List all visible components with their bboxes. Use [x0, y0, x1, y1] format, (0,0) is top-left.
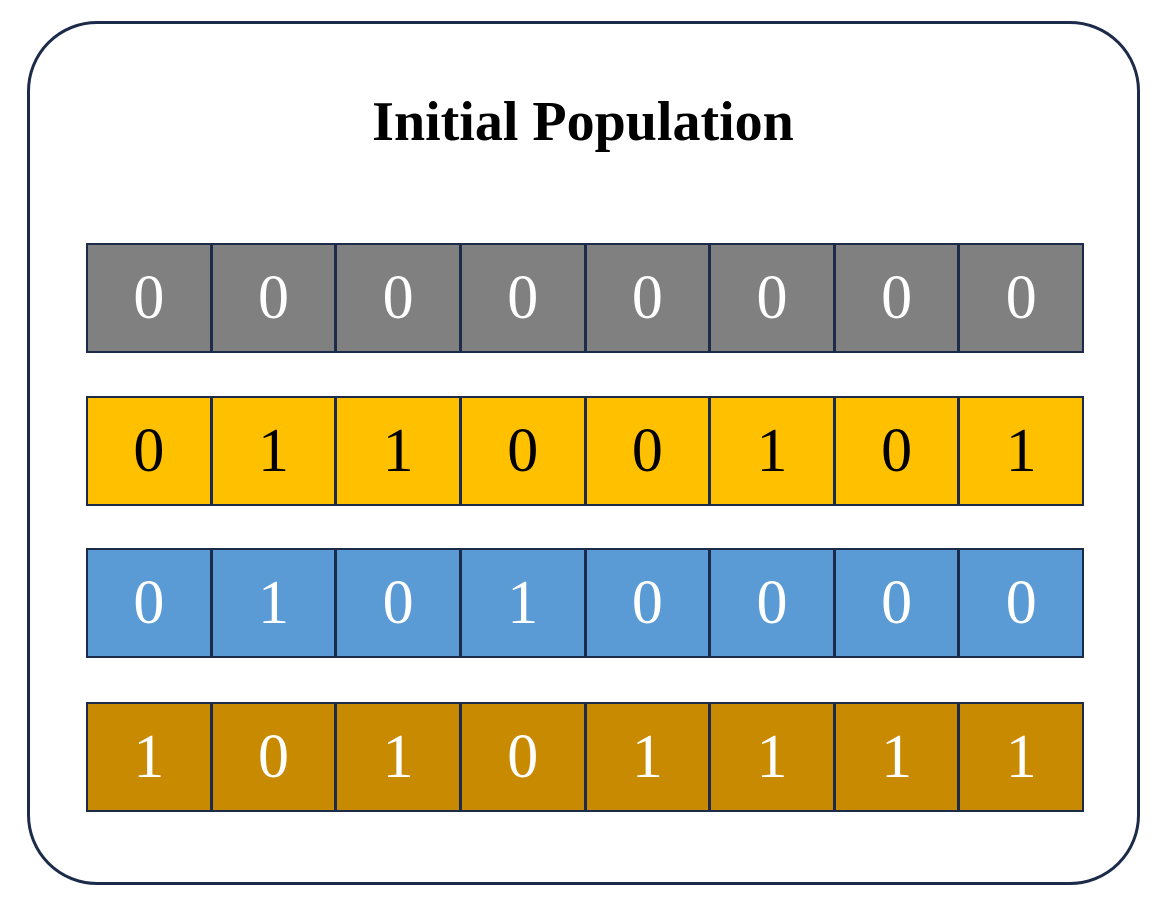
gene-cell: 0: [960, 245, 1082, 351]
gene-cell: 0: [586, 398, 712, 504]
gene-cell: 0: [960, 550, 1082, 656]
gene-cell: 0: [337, 245, 462, 351]
gene-cell: 0: [586, 550, 712, 656]
gene-cell: 0: [212, 245, 338, 351]
gene-cell: 0: [212, 704, 338, 810]
gene-cell: 1: [461, 550, 587, 656]
gene-cell: 0: [835, 245, 961, 351]
gene-cell: 1: [586, 704, 712, 810]
gene-cell: 0: [461, 245, 587, 351]
diagram-title: Initial Population: [372, 91, 794, 153]
gene-cell: 1: [337, 398, 462, 504]
gene-cell: 1: [212, 398, 338, 504]
gene-cell: 1: [337, 704, 462, 810]
gene-cell: 1: [88, 704, 213, 810]
gene-cell: 0: [835, 550, 961, 656]
gene-cell: 1: [711, 704, 836, 810]
gene-cell: 0: [586, 245, 712, 351]
gene-cell: 0: [88, 550, 213, 656]
gene-cell: 0: [711, 550, 836, 656]
gene-cell: 0: [461, 398, 587, 504]
gene-cell: 1: [711, 398, 836, 504]
gene-cell: 0: [461, 704, 587, 810]
chromosome-row-4: 1 0 1 0 1 1 1 1: [86, 702, 1084, 812]
gene-cell: 1: [835, 704, 961, 810]
gene-cell: 0: [835, 398, 961, 504]
gene-cell: 1: [212, 550, 338, 656]
chromosome-row-2: 0 1 1 0 0 1 0 1: [86, 396, 1084, 506]
gene-cell: 1: [960, 398, 1082, 504]
gene-cell: 0: [88, 398, 213, 504]
gene-cell: 0: [88, 245, 213, 351]
chromosome-row-3: 0 1 0 1 0 0 0 0: [86, 548, 1084, 658]
gene-cell: 0: [711, 245, 836, 351]
gene-cell: 0: [337, 550, 462, 656]
chromosome-row-1: 0 0 0 0 0 0 0 0: [86, 243, 1084, 353]
gene-cell: 1: [960, 704, 1082, 810]
